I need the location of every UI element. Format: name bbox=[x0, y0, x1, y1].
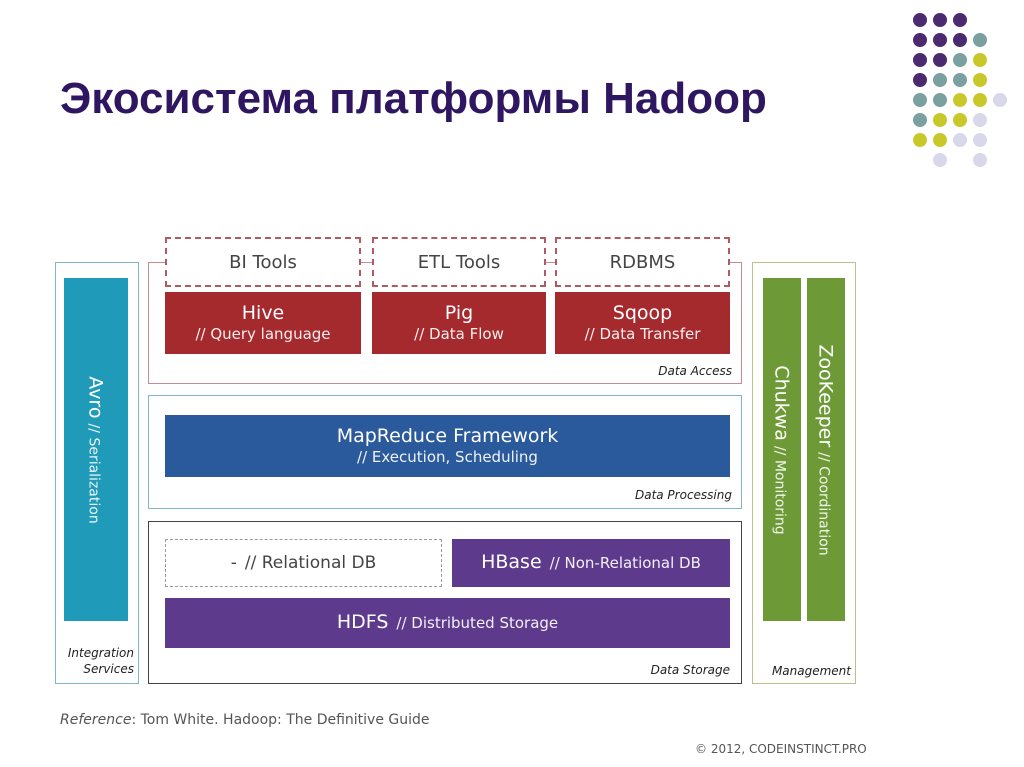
zookeeper-name: ZooKeeper bbox=[815, 343, 838, 447]
decorative-dot-grid bbox=[900, 0, 1024, 180]
data-storage-panel bbox=[148, 521, 742, 684]
mapreduce-block: MapReduce Framework // Execution, Schedu… bbox=[165, 415, 730, 477]
data-processing-label: Data Processing bbox=[634, 488, 732, 502]
rdbms-box: RDBMS bbox=[555, 237, 730, 287]
chukwa-block: Chukwa // Monitoring bbox=[763, 278, 801, 621]
reference-prefix: Reference bbox=[60, 712, 132, 728]
chukwa-desc: // Monitoring bbox=[772, 445, 788, 535]
hbase-desc: // Non-Relational DB bbox=[549, 554, 701, 573]
reference-source: : Tom White. Hadoop: The Definitive Guid… bbox=[131, 712, 430, 728]
data-storage-label: Data Storage bbox=[650, 663, 730, 677]
zookeeper-block: ZooKeeper // Coordination bbox=[807, 278, 845, 621]
relational-db-box: - // Relational DB bbox=[165, 539, 442, 587]
data-access-label: Data Access bbox=[658, 364, 732, 378]
data-processing-panel bbox=[148, 395, 742, 509]
integration-services-panel: Avro // Serialization Integration Servic… bbox=[55, 262, 139, 684]
copyright-text: © 2012, CODEINSTINCT.PRO bbox=[695, 742, 867, 756]
zookeeper-text: ZooKeeper // Coordination bbox=[815, 344, 837, 555]
relational-db-name: - bbox=[230, 553, 237, 573]
hive-desc: // Query language bbox=[195, 324, 331, 343]
page-title: Экосистема платформы Hadoop bbox=[60, 74, 767, 123]
mapreduce-desc: // Execution, Scheduling bbox=[357, 447, 538, 466]
sqoop-block: Sqoop // Data Transfer bbox=[555, 292, 730, 354]
reference-text: Reference: Tom White. Hadoop: The Defini… bbox=[60, 712, 430, 728]
management-panel: Chukwa // Monitoring ZooKeeper // Coordi… bbox=[752, 262, 856, 684]
bi-tools-box: BI Tools bbox=[165, 237, 361, 287]
pig-desc: // Data Flow bbox=[414, 324, 504, 343]
pig-block: Pig // Data Flow bbox=[372, 292, 546, 354]
hdfs-desc: // Distributed Storage bbox=[396, 614, 559, 633]
etl-tools-box: ETL Tools bbox=[372, 237, 546, 287]
avro-name: Avro bbox=[85, 375, 108, 418]
mapreduce-name: MapReduce Framework bbox=[336, 425, 559, 448]
hbase-name: HBase bbox=[481, 551, 542, 574]
hbase-block: HBase // Non-Relational DB bbox=[452, 539, 730, 587]
avro-desc: // Serialization bbox=[86, 423, 103, 524]
chukwa-name: Chukwa bbox=[771, 364, 793, 441]
sqoop-desc: // Data Transfer bbox=[584, 324, 701, 343]
integration-services-label: Integration Services bbox=[67, 646, 134, 676]
hive-block: Hive // Query language bbox=[165, 292, 361, 354]
sqoop-name: Sqoop bbox=[612, 302, 673, 325]
hdfs-block: HDFS // Distributed Storage bbox=[165, 598, 730, 648]
zookeeper-desc: // Coordination bbox=[816, 451, 833, 556]
avro-text: Avro // Serialization bbox=[85, 376, 107, 523]
relational-db-desc: // Relational DB bbox=[244, 553, 377, 573]
hive-name: Hive bbox=[241, 302, 285, 325]
chukwa-text: Chukwa // Monitoring bbox=[771, 365, 793, 534]
pig-name: Pig bbox=[444, 302, 474, 325]
avro-block: Avro // Serialization bbox=[64, 278, 128, 621]
hdfs-name: HDFS bbox=[336, 611, 389, 634]
management-label: Management bbox=[771, 664, 851, 678]
